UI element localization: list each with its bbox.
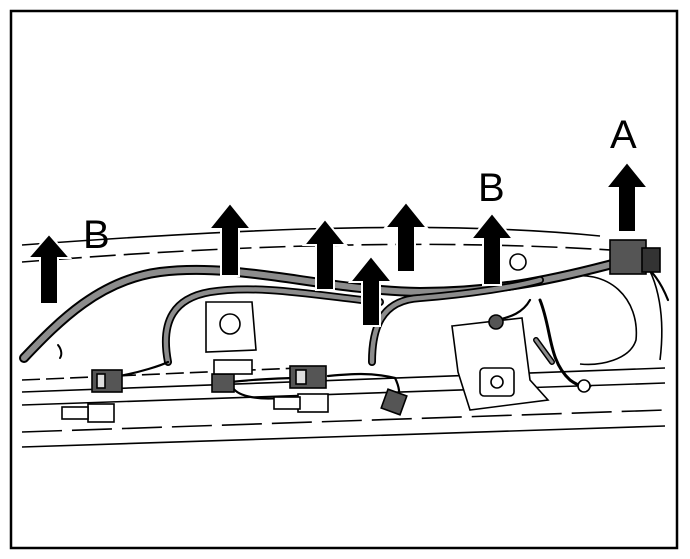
arrow-up-4 <box>382 200 430 273</box>
arrow-up-2 <box>206 201 254 277</box>
arrow-up-1 <box>25 232 73 305</box>
arrow-up-5 <box>347 254 395 327</box>
arrow-up-6 <box>468 211 516 286</box>
arrow-group <box>25 160 651 327</box>
connectors <box>61 239 661 423</box>
arrow-up-3 <box>301 217 349 291</box>
callout-label-a: A <box>610 113 637 157</box>
callout-label-b-left: B <box>83 213 110 257</box>
callout-label-b-right: B <box>478 166 505 210</box>
arrow-up-7 <box>603 160 651 233</box>
mounting-brackets <box>205 253 638 411</box>
